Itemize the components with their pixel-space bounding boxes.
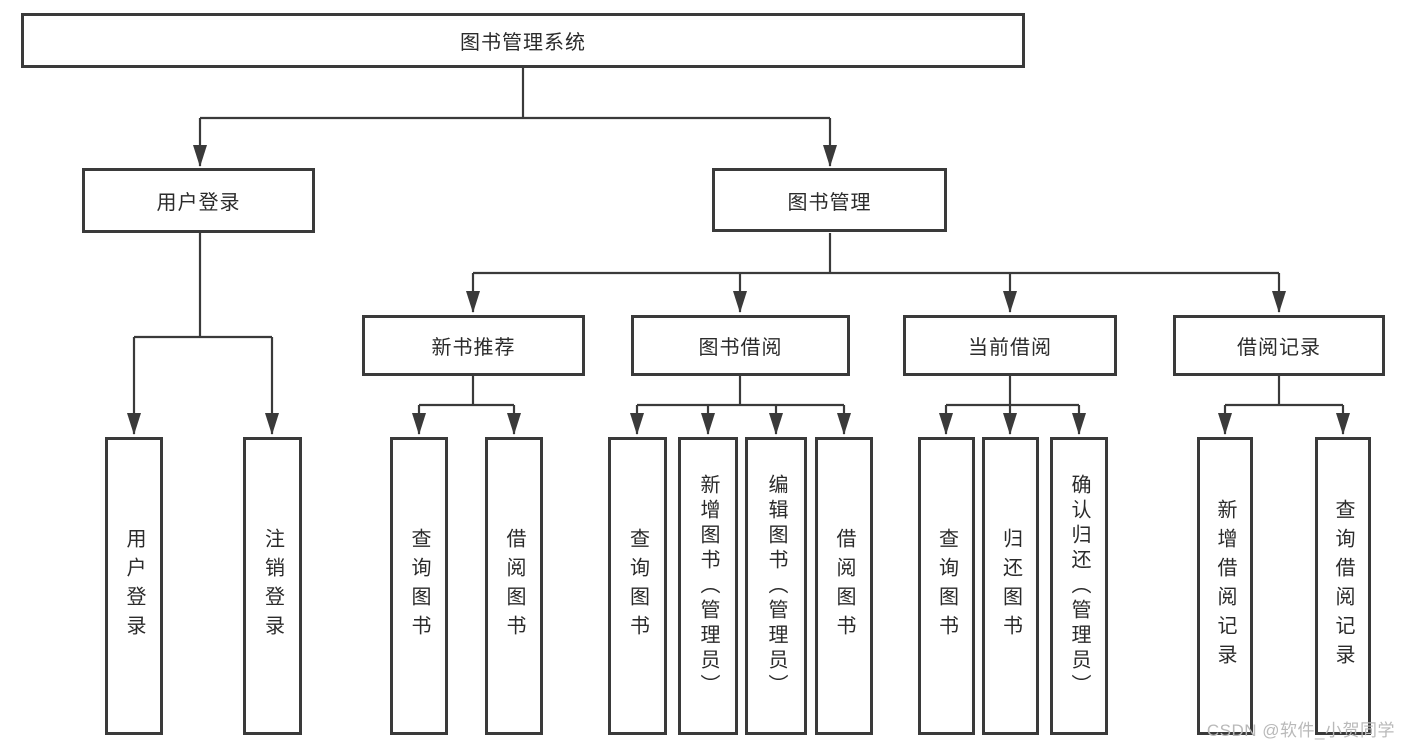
node-borrow-records: 借阅记录: [1173, 315, 1385, 376]
leaf-label: 查询图书: [626, 528, 649, 644]
node-new-book-recommend: 新书推荐: [362, 315, 585, 376]
leaf-user-login: 用户登录: [105, 437, 163, 735]
node-user-login: 用户登录: [82, 168, 315, 233]
leaf-query-borrow-record: 查询借阅记录: [1315, 437, 1371, 735]
leaf-label: 查询图书: [935, 528, 958, 644]
node-current-borrow: 当前借阅: [903, 315, 1117, 376]
leaf-borrow-books-recommend: 借阅图书: [485, 437, 543, 735]
leaf-label: 新增借阅记录: [1214, 499, 1236, 673]
leaf-query-books-current: 查询图书: [918, 437, 975, 735]
leaf-label: 编辑图书（管理员）: [765, 473, 787, 699]
leaf-label: 查询借阅记录: [1332, 499, 1354, 673]
leaf-borrow-books: 借阅图书: [815, 437, 873, 735]
leaf-label: 借阅图书: [833, 528, 855, 644]
leaf-label: 确认归还（管理员）: [1068, 473, 1090, 699]
leaf-add-borrow-record: 新增借阅记录: [1197, 437, 1253, 735]
leaf-edit-book-admin: 编辑图书（管理员）: [745, 437, 807, 735]
csdn-watermark: CSDN @软件_小贺同学: [1206, 721, 1395, 740]
node-library-management-system: 图书管理系统: [21, 13, 1025, 68]
leaf-query-books-recommend: 查询图书: [390, 437, 448, 735]
node-book-management: 图书管理: [712, 168, 947, 232]
leaf-query-books-borrow: 查询图书: [608, 437, 667, 735]
node-book-borrow: 图书借阅: [631, 315, 850, 376]
leaf-return-books: 归还图书: [982, 437, 1039, 735]
leaf-label: 注销登录: [261, 528, 284, 644]
leaf-logout: 注销登录: [243, 437, 302, 735]
leaf-label: 查询图书: [408, 528, 430, 644]
leaf-label: 新增图书（管理员）: [697, 473, 719, 699]
leaf-label: 用户登录: [123, 528, 145, 644]
leaf-label: 借阅图书: [503, 528, 525, 644]
leaf-label: 归还图书: [999, 528, 1022, 644]
leaf-add-book-admin: 新增图书（管理员）: [678, 437, 738, 735]
leaf-confirm-return-admin: 确认归还（管理员）: [1050, 437, 1108, 735]
